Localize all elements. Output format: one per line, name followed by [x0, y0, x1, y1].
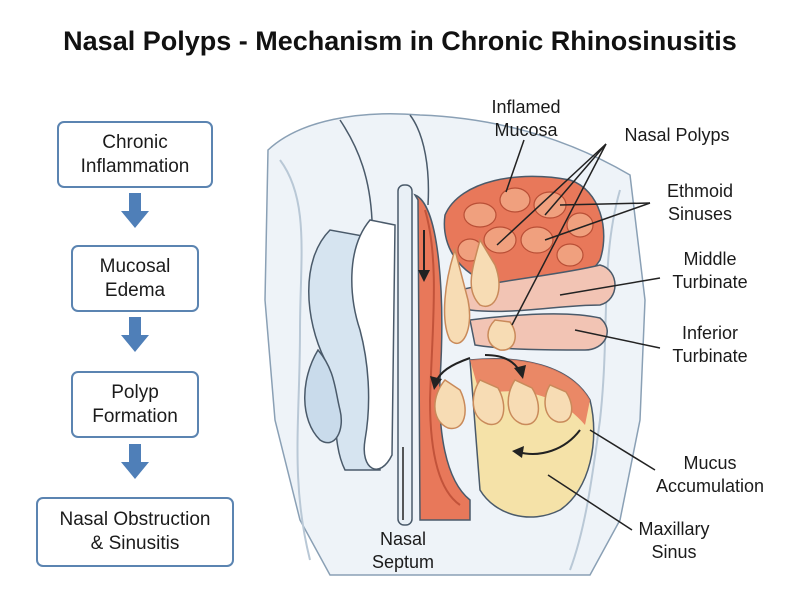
label-inflamed-mucosa: Inflamed Mucosa [491, 97, 561, 140]
down-arrow-icon [121, 444, 149, 479]
arrowheads [418, 270, 526, 458]
label-nasal-septum: Nasal Septum [371, 529, 435, 572]
down-arrow-icon [121, 317, 149, 352]
label-middle-turbinate: Middle Turbinate [672, 249, 748, 292]
label-nasal-polyps: Nasal Polyps [624, 125, 730, 145]
nasal-polyps-shapes [434, 238, 573, 430]
healthy-nasal-cavity [304, 114, 430, 471]
down-arrow-icon [121, 193, 149, 228]
leader-lines [402, 139, 661, 531]
label-maxillary-sinus: Maxillary Sinus [638, 519, 710, 562]
flow-step-chronic-inflammation: Chronic Inflammation [57, 121, 213, 188]
page-title: Nasal Polyps - Mechanism in Chronic Rhin… [63, 26, 737, 56]
flow-step-polyp-formation: Polyp Formation [71, 371, 199, 438]
label-inferior-turbinate: Inferior Turbinate [672, 323, 748, 366]
nasal-septum-shape [397, 184, 413, 526]
flow-step-nasal-obstruction: Nasal Obstruction & Sinusitis [36, 497, 234, 567]
label-ethmoid-sinuses: Ethmoid Sinuses [666, 181, 734, 224]
label-mucus-accumulation: Mucus Accumulation [655, 453, 765, 496]
flow-step-mucosal-edema: Mucosal Edema [71, 245, 199, 312]
